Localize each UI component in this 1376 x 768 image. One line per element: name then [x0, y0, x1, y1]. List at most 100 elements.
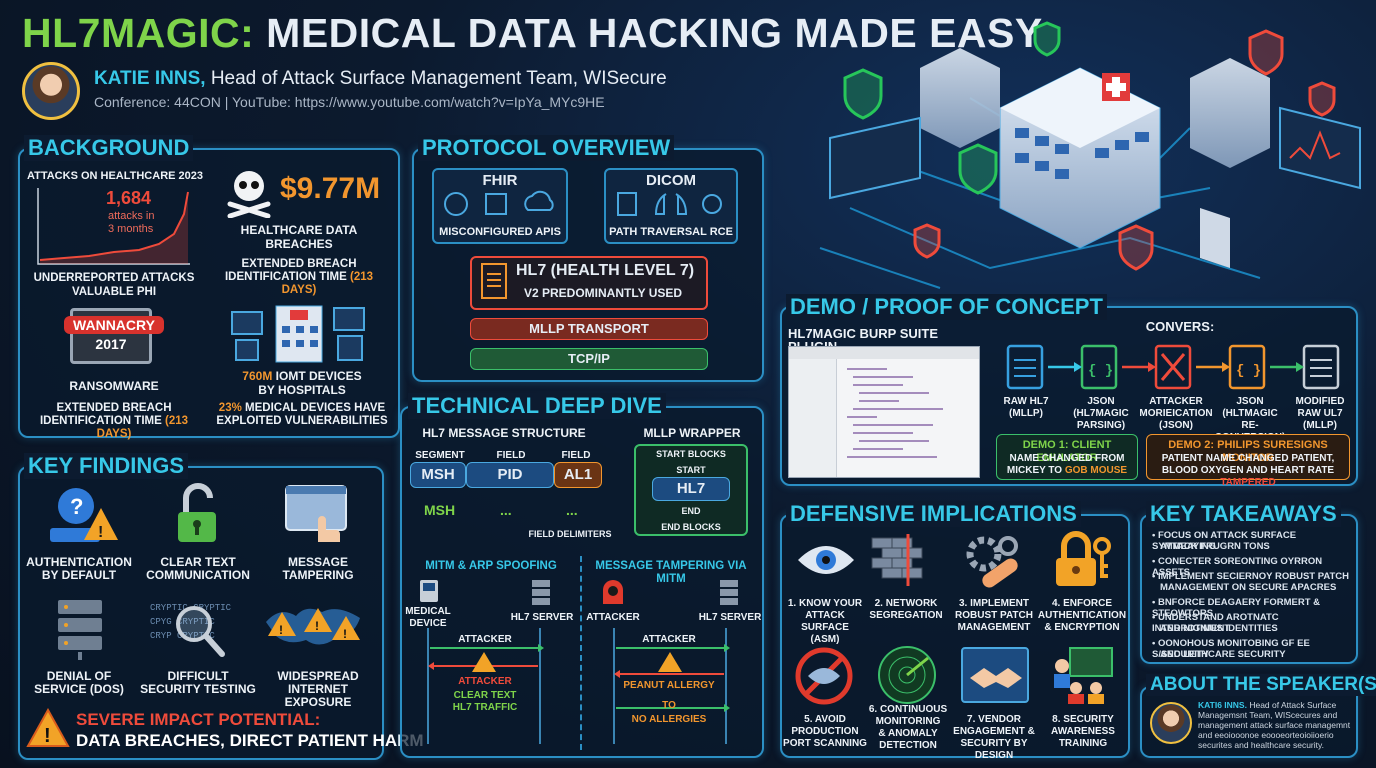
def-7-c: SECURITY BY DESIGN: [960, 738, 1028, 761]
step-5-c: (MLLP): [1303, 420, 1337, 431]
def-2-b: SEGREGATION: [869, 610, 943, 621]
svg-text:!: !: [44, 725, 51, 747]
step-1-a: RAW HL7: [1003, 396, 1049, 407]
def-8-b: AWARENESS: [1051, 726, 1115, 737]
step-5-a: MODIFIED: [1295, 396, 1345, 407]
takeaway-5b: AND NIGNIUS IDENTITIES: [1160, 623, 1278, 634]
def-6-c: & ANOMALY: [878, 728, 938, 739]
takeaway-1b: ATTACK FRUGRN TONS: [1160, 541, 1270, 552]
chart-title: ATTACKS ON HEALTHCARE 2023: [26, 170, 204, 182]
delimiters-label: FIELD DELIMITERS: [528, 529, 612, 539]
ransom-caption: RANSOMWARE: [69, 379, 159, 393]
svg-text:!: !: [279, 623, 283, 637]
server-icon: [58, 600, 102, 660]
auth-icon: ? !: [50, 488, 118, 542]
svg-text:{ }: { }: [1236, 363, 1261, 379]
def-8-a: 8. SECURITY: [1052, 714, 1114, 725]
severe-impact-text: DATA BREACHES, DIRECT PATIENT HARM: [76, 731, 424, 750]
dots-1: ...: [500, 502, 512, 518]
padlock-open-icon: [178, 483, 216, 542]
vuln-line-2: EXPLOITED VULNERABILITIES: [216, 415, 388, 427]
training-icon: [1054, 647, 1113, 704]
demo-title: DEMO / PROOF OF CONCEPT: [786, 294, 1107, 320]
demo2-a: PATIENT NAME CHANGED PATIENT,: [1161, 453, 1335, 464]
api-icons: [444, 190, 554, 216]
svg-text:?: ?: [70, 494, 83, 519]
dicom-sub: PATH TRAVERSAL RCE: [609, 226, 733, 238]
dots-2: ...: [566, 502, 578, 518]
msh-row-2: MSH: [424, 502, 456, 518]
step-1-b: (MLLP): [1009, 408, 1043, 419]
seq-attacker-3: ATTACKER: [642, 634, 696, 645]
no-scanning-icon: [795, 647, 853, 705]
cost-sub-2-text: IDENTIFICATION TIME: [224, 271, 347, 283]
cost-caption-2: BREACHES: [265, 237, 333, 251]
step-2-a: JSON: [1087, 396, 1115, 407]
speaker-line: KATIE INNS, Head of Attack Surface Manag…: [94, 68, 667, 90]
demo1-c: GOB MOUSE: [1064, 465, 1128, 476]
conference-link[interactable]: Conference: 44CON | YouTube: https://www…: [94, 94, 605, 110]
defensive-title: DEFENSIVE IMPLICATIONS: [786, 501, 1081, 527]
def-5-b: PRODUCTION: [791, 726, 859, 737]
al1-segment: AL1: [554, 462, 602, 488]
avatar: [22, 62, 80, 120]
segment-label: SEGMENT: [415, 450, 465, 461]
magnifier-cipher-icon: CRYPTIC CRYPTIC CPYG CRYPTIC CRYP CRYPTI…: [150, 603, 232, 657]
vuln-pct: 23%: [218, 402, 242, 414]
def-5-a: 5. AVOID: [804, 714, 846, 725]
def-1-b: ATTACK SURFACE: [801, 610, 849, 633]
background-panel: [18, 148, 400, 438]
burp-screenshot: [788, 346, 980, 478]
seq-no-allergies: NO ALLERGIES: [631, 714, 707, 725]
demo1-b: MICKEY TO GOB MOUSE: [998, 465, 1136, 477]
mitm-title: MITM & ARP SPOOFING: [425, 560, 557, 572]
iomt-text-1: IoMT DEVICES: [275, 369, 362, 383]
def-6-d: DETECTION: [879, 740, 937, 751]
dicom-label: DICOM: [646, 172, 696, 189]
demo2-title: DEMO 2: PHILIPS SURESIGNS MONITOR: [1168, 439, 1328, 464]
fhir-label: FHIR: [482, 172, 518, 189]
demo1-card: [996, 434, 1138, 480]
convers-label: CONVERS:: [1145, 319, 1215, 334]
wannacry-badge: WANNACRY: [64, 316, 164, 334]
svg-text:CPYG CRYPTIC: CPYG CRYPTIC: [150, 617, 215, 627]
takeaway-6b: AND LETHCARE SECURITY: [1160, 649, 1286, 660]
iomt-devices-icon: [231, 305, 365, 363]
takeaway-2: • CONECTER SOREONTING OYRRON ASSETS: [1152, 556, 1323, 578]
about-bio-text: Head of Attack Surface Managemsnt Team, …: [1198, 700, 1351, 750]
attacks-period: 3 months: [108, 223, 154, 235]
eye-icon: [798, 546, 854, 574]
attacker-label: ATTACKER: [586, 612, 640, 623]
demo1-title: DEMO 1: CLIENT EMULATOR: [1022, 439, 1112, 464]
step-4-a: JSON: [1236, 396, 1264, 407]
takeaway-3b: MANAGEMENT ON SECURE APACRES: [1160, 582, 1337, 593]
hl7-sub: V2 PREDOMINANTLY USED: [524, 286, 683, 300]
warning-icon: !: [26, 708, 70, 747]
svg-text:!: !: [343, 627, 347, 641]
ransom-days: (213 DAYS): [96, 415, 189, 440]
def-3-b: ROBUST PATCH: [955, 610, 1033, 621]
seq-clear-1: CLEAR TEXT: [453, 690, 517, 701]
start-label: START: [676, 465, 706, 475]
speaker-role: Head of Attack Surface Management Team, …: [210, 68, 667, 89]
wrapper-title: MLLP WRAPPER: [643, 426, 741, 440]
mllp-bar: MLLP TRANSPORT: [470, 318, 708, 340]
step-3-b: MORIEICATION: [1139, 408, 1213, 419]
attacks-text: attacks in: [108, 210, 155, 222]
end-blocks: END BLOCKS: [661, 522, 721, 532]
step-3-a: ATTACKER: [1149, 396, 1203, 407]
cost-caption-1: HEALTHCARE DATA: [240, 223, 358, 237]
def-2-a: 2. NETWORK: [874, 598, 938, 609]
about-name: KATI6 INNS.: [1198, 700, 1247, 710]
lungs-icons: [617, 192, 722, 216]
lock-key-icon: [1056, 531, 1111, 586]
demo2-b: BLOOD OXYGEN AND HEART RATE TAMPERED: [1148, 465, 1348, 489]
